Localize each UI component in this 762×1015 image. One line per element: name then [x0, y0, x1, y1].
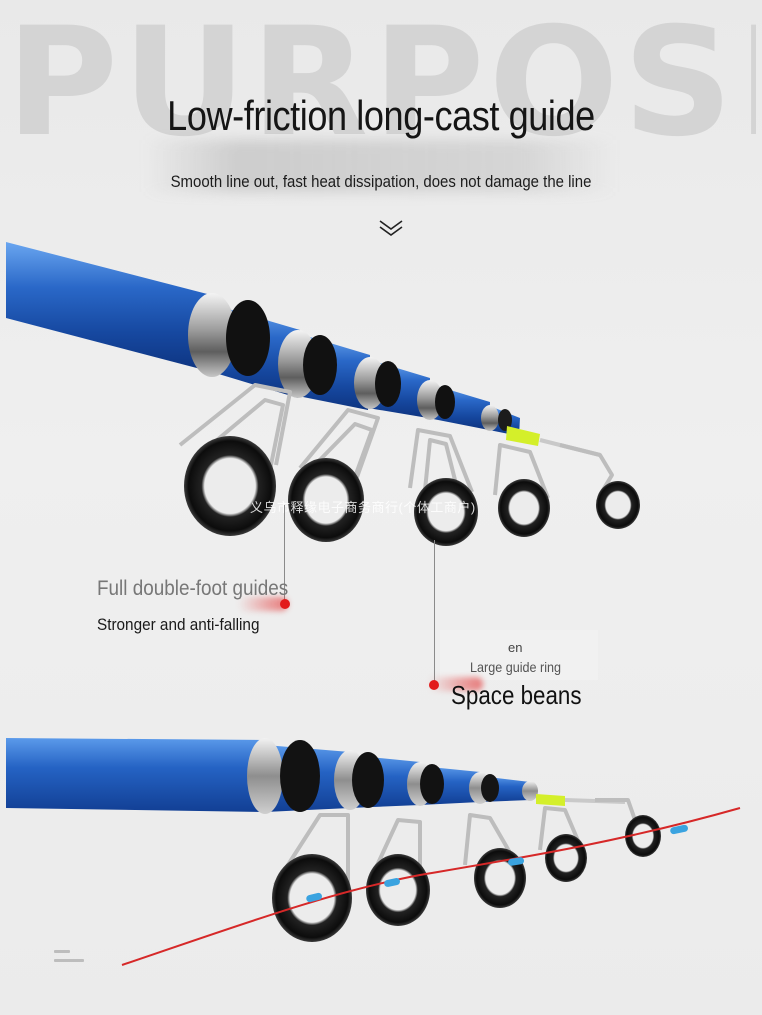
collar [247, 738, 283, 814]
page-subtitle: Smooth line out, fast heat dissipation, … [170, 172, 592, 191]
tip-band [536, 794, 565, 806]
callout-left-heading: Full double-foot guides [97, 577, 289, 600]
callout-right-small: en [508, 640, 523, 655]
callout-lead-line-left [284, 505, 285, 605]
background-watermark-word: PURPOSE [6, 8, 756, 158]
guide-ring [596, 481, 640, 529]
guide-foot [203, 398, 285, 471]
callout-left-text: Stronger and anti-falling [97, 615, 260, 634]
background-blur-text [145, 140, 615, 192]
menu-icon[interactable] [54, 950, 84, 966]
guide-foot [308, 422, 374, 486]
collar [481, 774, 499, 802]
guide-ring [545, 834, 587, 882]
guide-foot [273, 813, 350, 900]
guide-ring [184, 436, 276, 536]
space-bean [384, 878, 401, 887]
space-bean [508, 857, 525, 866]
red-highlight-streak [238, 597, 288, 611]
collar [226, 300, 270, 376]
guide-foot [493, 443, 550, 499]
collar [303, 335, 337, 395]
callout-dot-right [429, 680, 439, 690]
rod-blank [6, 242, 215, 372]
guide-foot [463, 813, 522, 871]
menu-icon-bar [54, 950, 70, 953]
guide-foot [366, 818, 422, 890]
fishing-line [121, 807, 741, 966]
collar [280, 740, 320, 812]
guide-ring [366, 854, 430, 926]
space-bean [306, 892, 322, 903]
callout-right-backdrop [440, 630, 598, 680]
chevron-double-down-icon [379, 220, 403, 236]
collar [188, 293, 236, 377]
collar [498, 409, 512, 431]
space-bean [670, 824, 688, 835]
callout-right-caption: Large guide ring [470, 659, 562, 675]
collar [522, 781, 538, 801]
shop-watermark: 义乌市释缘电子商务商行(个体工商户) [250, 500, 476, 515]
tip-band [506, 426, 540, 446]
guide-foot [538, 806, 584, 851]
rod-illustration-bottom [6, 738, 741, 966]
collar [420, 764, 444, 804]
red-highlight-streak [428, 677, 483, 691]
guide-ring [498, 479, 550, 537]
page-title: Low-friction long-cast guide [167, 92, 595, 139]
guide-ring [625, 815, 661, 857]
collar [352, 752, 384, 808]
rod-illustration-top [6, 242, 640, 546]
guide-foot [408, 428, 474, 493]
guide-foot [423, 438, 460, 493]
menu-icon-bar [54, 959, 84, 962]
collar [481, 405, 499, 431]
guide-ring [414, 478, 478, 546]
callout-lead-line-right [434, 540, 435, 685]
collar [435, 385, 455, 419]
callout-dot-left [280, 599, 290, 609]
guide-ring [288, 458, 364, 542]
collar [375, 361, 401, 407]
guide-foot [178, 383, 292, 466]
callout-right-heading: Space beans [451, 680, 582, 710]
rod-blank [6, 738, 265, 812]
